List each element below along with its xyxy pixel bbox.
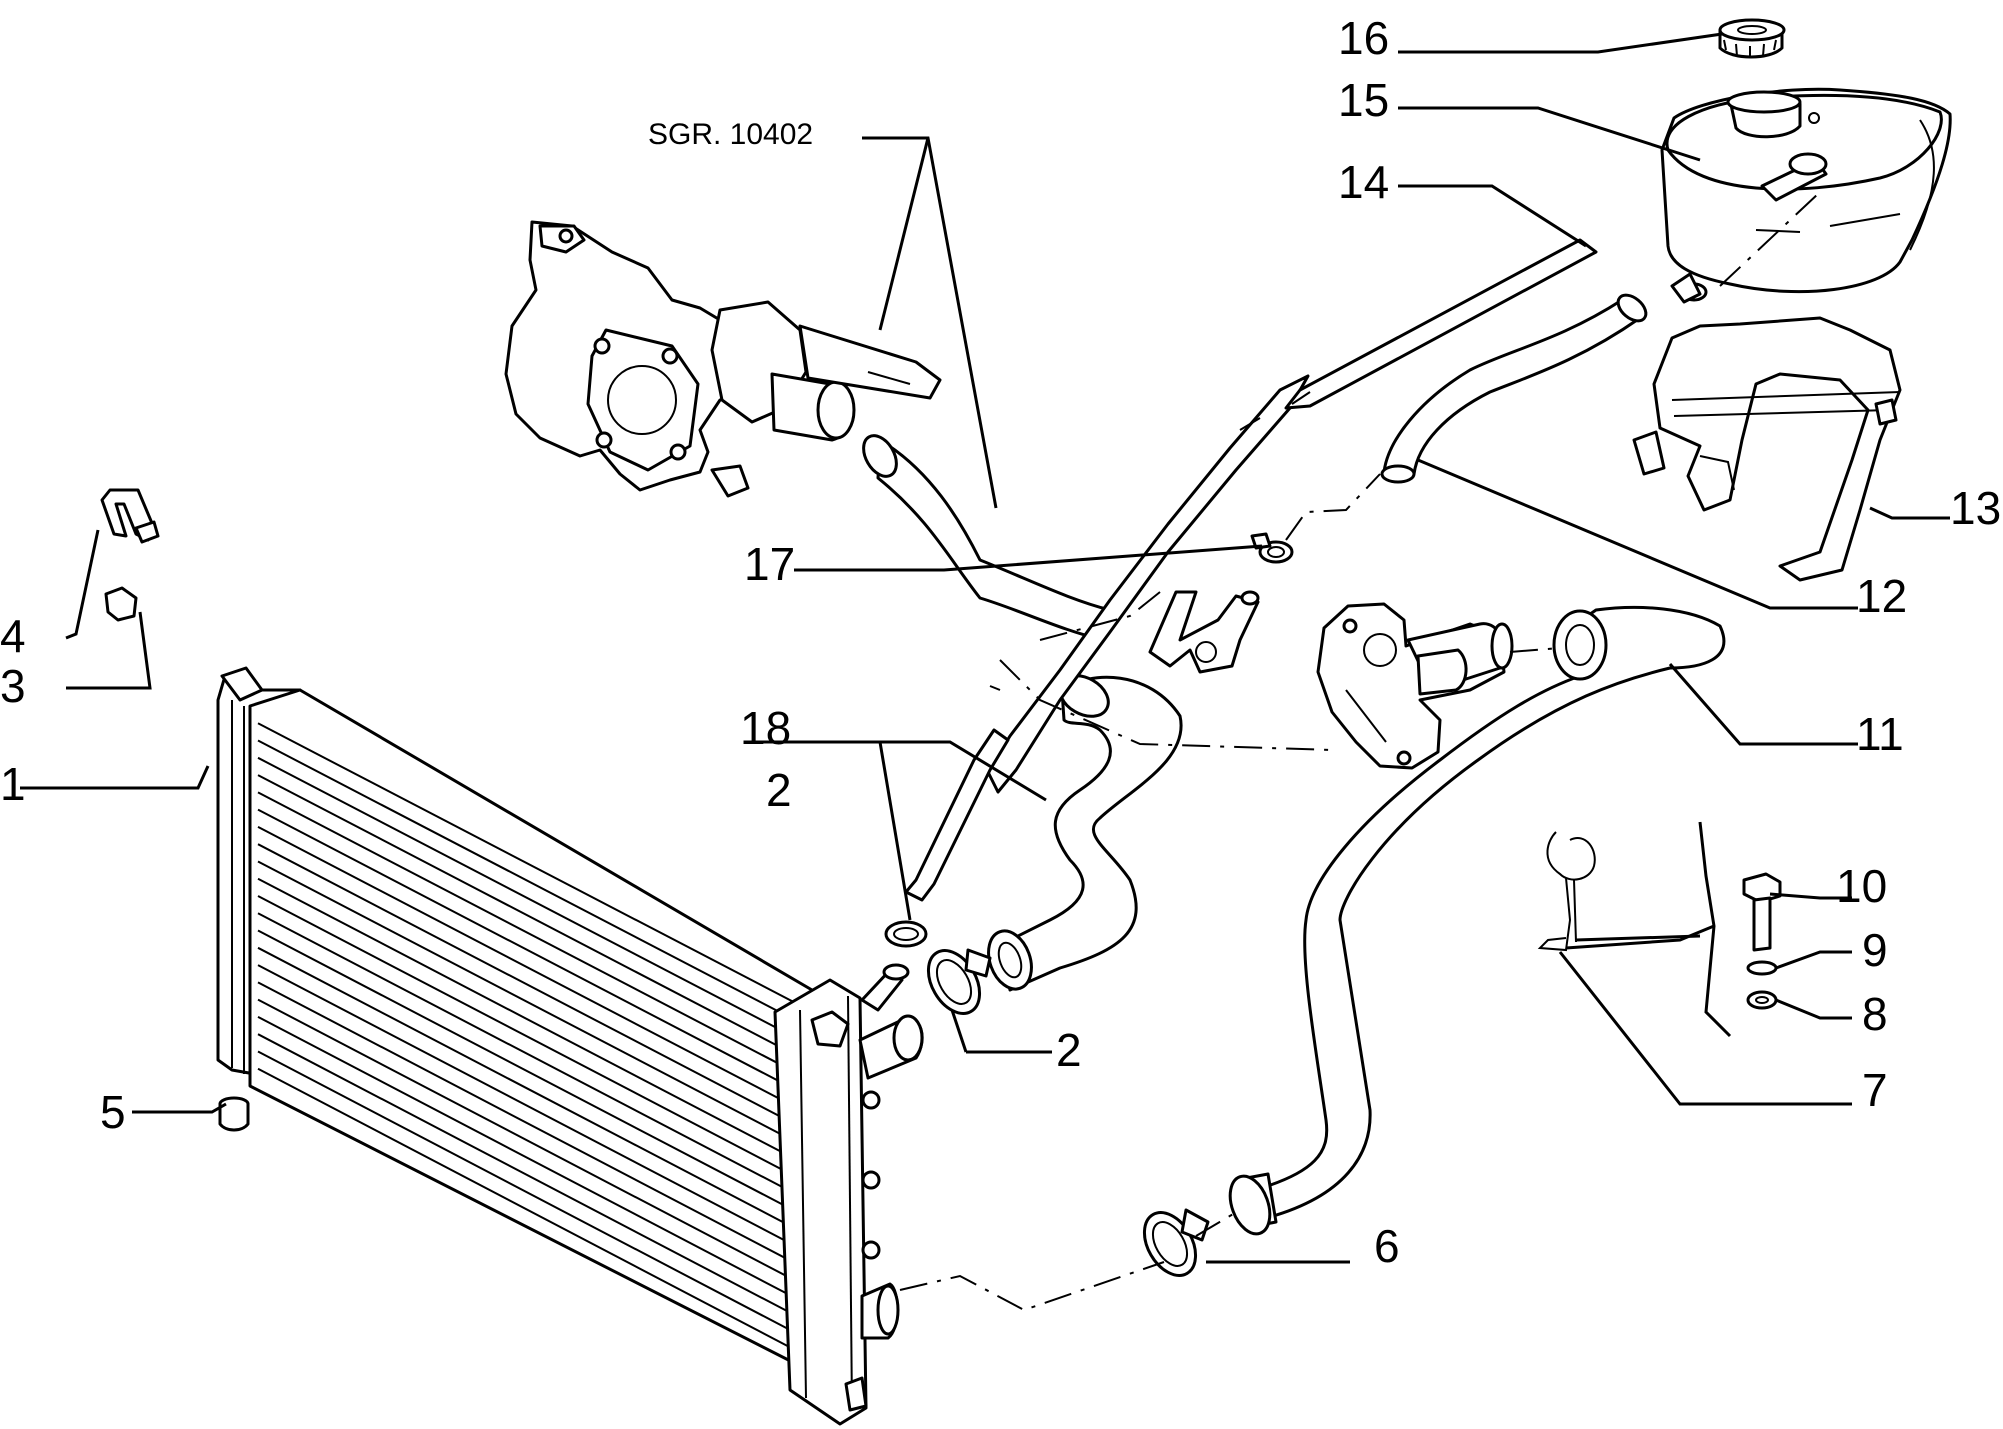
bolt-10 [1742, 872, 1782, 952]
expansion-tank-cap [1718, 18, 1786, 59]
leader-lines [20, 32, 1950, 1264]
expansion-tank-bleed-hose [904, 238, 1598, 902]
callout-8: 8 [1862, 988, 1888, 1040]
radiator-fin-line [257, 722, 805, 1009]
rubber-mount-3 [104, 586, 138, 622]
radiator-fin-line [257, 1067, 805, 1356]
callout-6: 6 [1374, 1220, 1400, 1272]
radiator-fin-line [257, 912, 805, 1200]
radiator-fin-line [257, 981, 805, 1269]
pump-outlet-pipe [862, 434, 1112, 642]
radiator-fin-line [257, 860, 805, 1148]
expansion-tank [1660, 87, 1952, 304]
hose-clamp-2-large [926, 948, 992, 1015]
radiator-fin-line [257, 1050, 805, 1339]
callout-16: 16 [1338, 12, 1389, 64]
callout-15: 15 [1338, 74, 1389, 126]
callout-11: 11 [1856, 708, 1904, 760]
thermostat-housing [1316, 602, 1514, 770]
retaining-clip-4 [100, 488, 160, 544]
radiator-fin-line [257, 808, 805, 1096]
rubber-mount-5 [218, 1096, 250, 1132]
assembly-lines [899, 191, 1821, 1312]
radiator-fins [257, 722, 805, 1356]
radiator-fin-line [257, 929, 805, 1217]
hose-clamp-6 [1142, 1208, 1210, 1277]
callout-10: 10 [1836, 860, 1887, 912]
callout-17: 17 [744, 538, 795, 590]
radiator-fin-line [257, 1016, 805, 1304]
radiator-fin-line [257, 774, 805, 1061]
callout-18: 18 [740, 702, 791, 754]
lower-radiator-hose [1228, 605, 1726, 1236]
radiator-fin-line [257, 739, 805, 1026]
callout-2-lower: 2 [1056, 1024, 1082, 1076]
radiator-fin-line [257, 946, 805, 1234]
callout-4: 4 [0, 610, 26, 662]
radiator-fin-line [257, 791, 805, 1078]
water-pump-housing [504, 220, 942, 498]
washer-9 [1746, 960, 1778, 976]
radiator-fin-line [257, 877, 805, 1165]
radiator-fin-line [257, 998, 805, 1287]
callout-14: 14 [1338, 156, 1389, 208]
washer-8 [1746, 990, 1778, 1010]
pipe-junction [1148, 590, 1260, 674]
reference-sgr-10402: SGR. 10402 [648, 118, 813, 151]
radiator [216, 666, 924, 1426]
expansion-tank-outlet-hose [1380, 293, 1648, 484]
callout-5: 5 [100, 1086, 126, 1138]
callout-1: 1 [0, 758, 26, 810]
expansion-tank-bracket [1632, 316, 1902, 582]
upper-radiator-hose [987, 674, 1183, 992]
hose-clamp-2-small [884, 920, 928, 948]
radiator-fin-line [257, 895, 805, 1182]
radiator-fin-line [257, 756, 805, 1043]
callout-9: 9 [1862, 924, 1888, 976]
radiator-fin-line [257, 843, 805, 1130]
radiator-fin-line [257, 826, 805, 1113]
callout-2-upper: 2 [766, 764, 792, 816]
callout-12: 12 [1856, 570, 1907, 622]
radiator-fin-line [257, 964, 805, 1252]
callout-3: 3 [0, 660, 26, 712]
radiator-fin-line [257, 1033, 805, 1321]
callout-13: 13 [1950, 482, 2001, 534]
callout-7: 7 [1862, 1064, 1888, 1116]
hose-clamp-17 [1250, 532, 1294, 564]
bracket-wire-7 [1537, 831, 1596, 952]
